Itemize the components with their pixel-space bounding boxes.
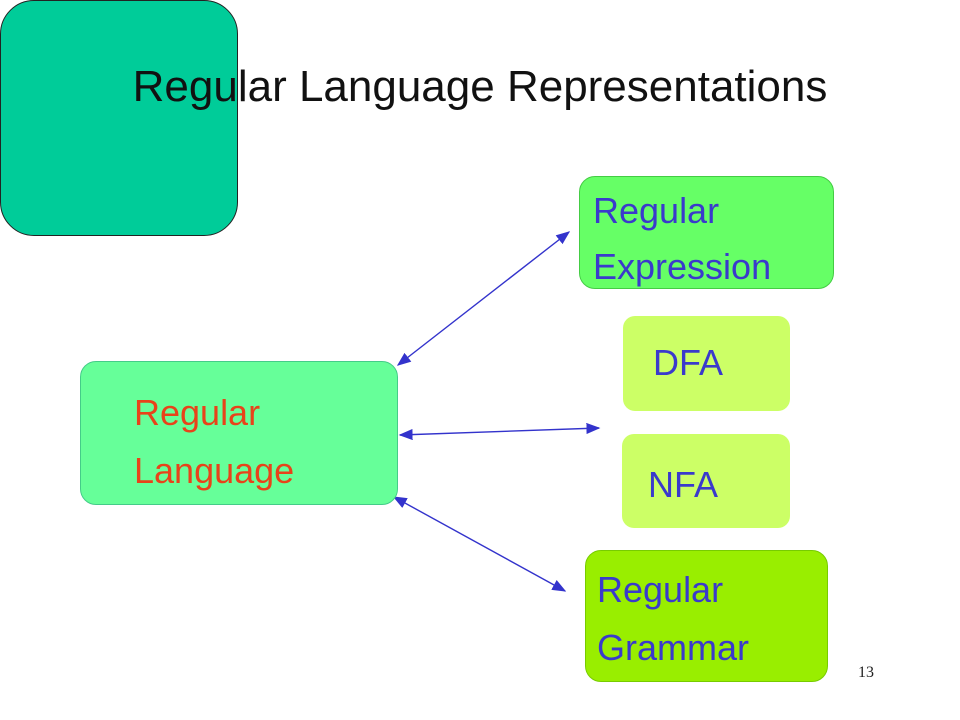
regular-expression-node: Regular Expression	[579, 176, 834, 289]
regular-grammar-node: Regular Grammar	[585, 550, 828, 682]
arrow-language-automata	[398, 422, 601, 441]
dfa-node: DFA	[623, 316, 790, 411]
arrow-language-grammar	[392, 496, 567, 592]
slide-title: Regular Language Representations	[132, 62, 828, 111]
nfa-node: NFA	[622, 434, 790, 528]
regular-grammar-line2: Grammar	[597, 627, 749, 668]
automata-group	[0, 0, 238, 236]
regular-expression-line2: Expression	[593, 246, 772, 287]
page-number: 13	[858, 664, 874, 681]
regular-grammar-line1: Regular	[597, 569, 724, 610]
regular-language-line2: Language	[134, 450, 295, 491]
regular-language-line1: Regular	[134, 392, 261, 433]
regular-expression-line1: Regular	[593, 190, 720, 231]
arrow-language-regex	[396, 231, 571, 366]
regular-language-node: Regular Language	[80, 361, 398, 505]
